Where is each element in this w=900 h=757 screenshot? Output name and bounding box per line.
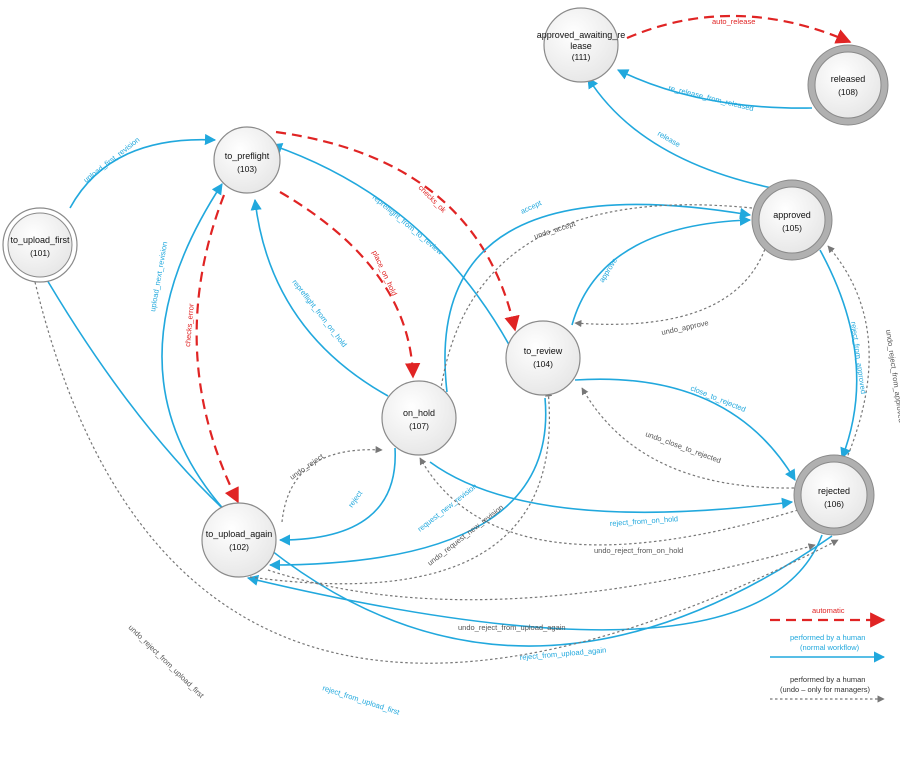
node-on-hold[interactable]: on_hold (107) xyxy=(381,380,457,456)
edge-undo-reject-from-upload-first xyxy=(34,281,839,664)
node-to-upload-first[interactable]: to_upload_first (101) xyxy=(2,207,78,283)
label-reject-from-approved: reject_from_approved xyxy=(849,321,868,395)
legend-automatic-label: automatic xyxy=(812,606,845,615)
node-name-line2: lease xyxy=(570,41,592,51)
node-rejected[interactable]: rejected (106) xyxy=(793,454,875,536)
edge-reject xyxy=(278,447,396,546)
node-id: (104) xyxy=(533,359,553,369)
node-released[interactable]: released (108) xyxy=(807,44,889,126)
node-name: to_upload_first xyxy=(10,235,70,245)
edge-release xyxy=(587,77,773,189)
node-to-upload-again[interactable]: to_upload_again (102) xyxy=(201,502,277,578)
label-undo-reject-from-upload-first: undo_reject_from_upload_first xyxy=(127,623,207,700)
node-name: approved xyxy=(773,210,811,220)
edge-reject-from-on-hold xyxy=(429,461,794,514)
label-reject: reject xyxy=(346,488,364,509)
edge-request-new-revision xyxy=(268,397,547,571)
node-id: (106) xyxy=(824,499,844,509)
edge-undo-accept xyxy=(437,204,753,396)
label-repreflight-from-on-hold: repreflight_from_on_hold xyxy=(290,278,348,349)
legend-human-sublabel: (normal workflow) xyxy=(800,643,860,652)
legend-undo-sublabel: (undo – only for managers) xyxy=(780,685,871,694)
legend: automatic performed by a human (normal w… xyxy=(770,606,886,703)
node-approved-awaiting-release[interactable]: approved_awaiting_re lease (111) xyxy=(537,7,626,83)
edge-undo-reject xyxy=(281,446,383,523)
node-id: (101) xyxy=(30,248,50,258)
edge-labels: auto_release re_release_from_released re… xyxy=(82,17,900,717)
label-upload-first-revision: upload_first_revision xyxy=(82,135,142,184)
label-undo-reject-from-approved: undo_reject_from_approved xyxy=(884,329,900,423)
edge-upload-first-revision xyxy=(69,133,217,209)
edge-repreflight-from-to-review xyxy=(270,143,513,351)
label-undo-approve: undo_approve xyxy=(661,318,710,337)
edge-close-to-rejected xyxy=(574,378,796,481)
node-name: on_hold xyxy=(403,408,435,418)
label-checks-error: checks_error xyxy=(183,303,196,347)
label-undo-reject: undo_reject xyxy=(288,451,326,481)
label-undo-reject-from-upload-again: undo_reject_from_upload_again xyxy=(458,623,566,632)
node-name: to_preflight xyxy=(225,151,270,161)
edge-place-on-hold xyxy=(279,191,421,379)
label-approve: approve xyxy=(597,256,619,284)
edges xyxy=(34,14,870,664)
label-reject-from-upload-again: reject_from_upload_again xyxy=(519,645,606,662)
legend-human-label: performed by a human xyxy=(790,633,865,642)
legend-undo-label: performed by a human xyxy=(790,675,865,684)
node-to-preflight[interactable]: to_preflight (103) xyxy=(213,126,281,194)
label-undo-reject-from-on-hold: undo_reject_from_on_hold xyxy=(594,546,683,555)
edge-undo-reject-from-on-hold xyxy=(419,457,799,546)
edge-undo-reject-from-upload-again xyxy=(267,543,816,601)
node-name: to_upload_again xyxy=(206,529,273,539)
edge-upload-next-revision xyxy=(161,183,227,513)
node-name-line1: approved_awaiting_re xyxy=(537,30,626,40)
node-name: released xyxy=(831,74,866,84)
label-place-on-hold: place_on_hold xyxy=(370,249,399,297)
node-id: (107) xyxy=(409,421,429,431)
node-id: (105) xyxy=(782,223,802,233)
edge-undo-reject-from-approved xyxy=(827,245,870,461)
node-id: (102) xyxy=(229,542,249,552)
edge-auto-release xyxy=(626,14,852,44)
label-close-to-rejected: close_to_rejected xyxy=(689,384,747,414)
node-name: rejected xyxy=(818,486,850,496)
label-undo-accept: undo_accept xyxy=(533,219,578,241)
label-checks-ok: checks_ok xyxy=(417,183,449,215)
label-upload-next-revision: upload_next_revision xyxy=(148,241,169,312)
edge-approve xyxy=(571,214,752,326)
label-re-release-from-released: re_release_from_released xyxy=(668,83,755,113)
edge-undo-request-new-revision xyxy=(249,389,553,585)
edge-re-release-from-released xyxy=(616,69,813,109)
edge-accept xyxy=(444,203,752,393)
edge-reject-from-approved xyxy=(819,249,858,460)
node-id: (111) xyxy=(572,52,591,62)
label-reject-from-upload-first: reject_from_upload_first xyxy=(321,683,401,717)
edge-checks-error xyxy=(195,194,239,504)
node-id: (103) xyxy=(237,164,257,174)
node-id: (108) xyxy=(838,87,858,97)
node-to-review[interactable]: to_review (104) xyxy=(505,320,581,396)
node-approved[interactable]: approved (105) xyxy=(751,179,833,261)
edge-reject-from-upload-again xyxy=(246,534,823,631)
label-auto-release: auto_release xyxy=(712,17,755,26)
edge-checks-ok xyxy=(275,130,520,332)
edge-repreflight-from-on-hold xyxy=(250,198,389,397)
edge-undo-approve xyxy=(574,239,769,328)
edge-reject-from-upload-first xyxy=(39,267,833,647)
label-reject-from-on-hold: reject_from_on_hold xyxy=(610,514,679,528)
nodes: to_upload_first (101) to_preflight (103)… xyxy=(2,7,889,578)
label-accept: accept xyxy=(519,198,544,216)
node-name: to_review xyxy=(524,346,563,356)
